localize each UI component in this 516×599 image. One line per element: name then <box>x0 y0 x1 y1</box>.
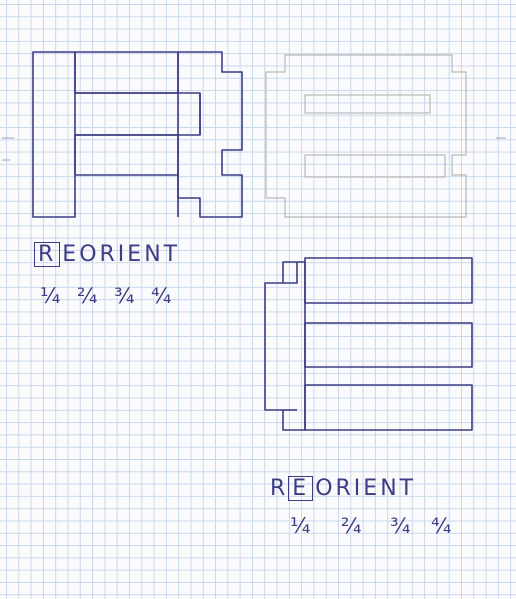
fraction-4-4-top: ⁴⁄₄ <box>151 284 172 308</box>
fraction-3-4-top: ³⁄₄ <box>114 284 135 308</box>
letter-e-sketch <box>265 54 467 218</box>
fraction-1-4-bottom: ¼ <box>290 514 311 538</box>
letter-e-drawing <box>264 257 473 431</box>
fraction-2-4-bottom: ²⁄₄ <box>341 514 362 538</box>
boxed-letter-e: E <box>288 476 314 501</box>
fraction-4-4-bottom: ⁴⁄₄ <box>431 514 452 538</box>
label-rest-bottom: ORIENT <box>315 476 417 501</box>
fraction-3-4-bottom: ³⁄₄ <box>390 514 411 538</box>
fraction-2-4-top: ²⁄₄ <box>77 284 98 308</box>
fractions-top: ¼ ²⁄₄ ³⁄₄ ⁴⁄₄ <box>40 286 181 307</box>
fraction-1-4-top: ¼ <box>40 284 61 308</box>
boxed-letter-r: R <box>34 242 61 267</box>
label-first-letter-bottom: R <box>270 476 289 501</box>
label-rest-top: EORIENT <box>62 242 181 267</box>
letter-r-drawing <box>32 51 243 218</box>
margin-ticks <box>2 137 506 161</box>
fractions-bottom: ¼ ²⁄₄ ³⁄₄ ⁴⁄₄ <box>290 516 461 537</box>
